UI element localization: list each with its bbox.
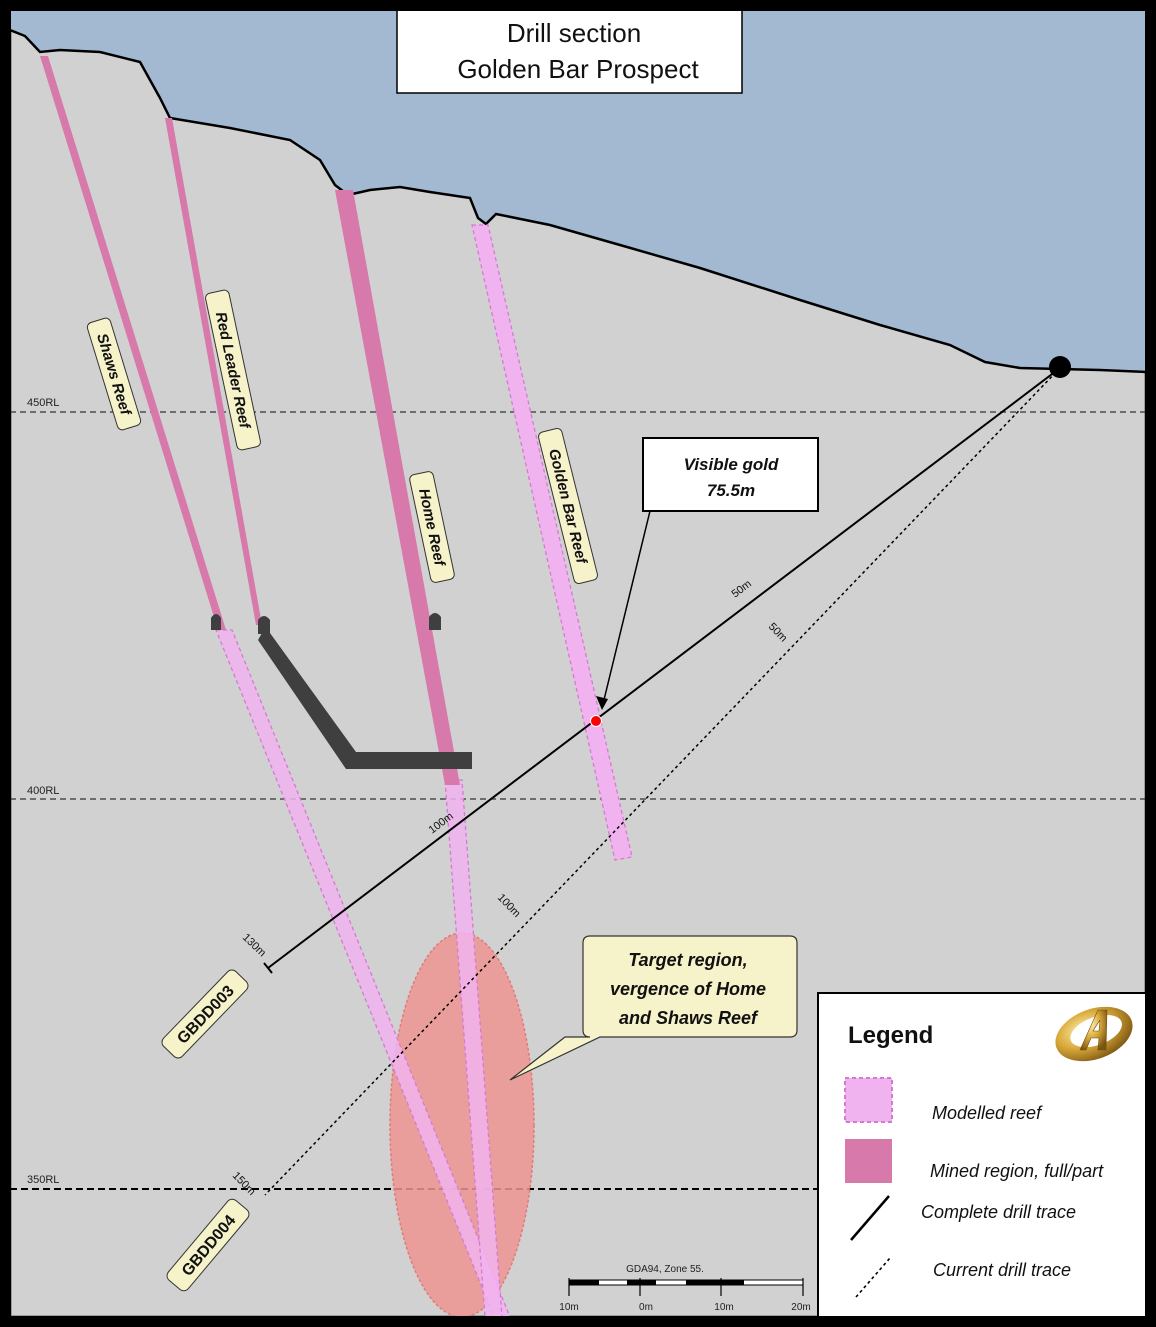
shaft-stub-3 — [429, 613, 441, 630]
legend-label-current-trace: Current drill trace — [933, 1260, 1071, 1280]
figure-frame — [9, 9, 1147, 1318]
visible-gold-line-1: Visible gold — [684, 455, 779, 474]
target-region-line-1: Target region, — [628, 950, 747, 970]
title-line-2: Golden Bar Prospect — [457, 54, 699, 84]
target-region-line-3: and Shaws Reef — [619, 1008, 759, 1028]
visible-gold-arrowhead — [596, 696, 608, 710]
scale-tick-10m-left: 10m — [559, 1302, 578, 1313]
title-line-1: Drill section — [507, 18, 641, 48]
level-label-400rl: 400RL — [27, 785, 59, 797]
legend: Legend Modelled reef Mined region, full/… — [817, 992, 1147, 1318]
visible-gold-line-2: 75.5m — [707, 481, 755, 500]
mined-reef-home — [335, 190, 460, 785]
scale-tick-10m: 10m — [714, 1302, 733, 1313]
visible-gold-pointer — [601, 510, 651, 709]
drill-trace-gbdd003-end-tick — [263, 962, 273, 974]
target-region-callout: Target region, vergence of Home and Shaw… — [509, 935, 798, 1081]
visible-gold-dot — [590, 715, 602, 727]
mined-reef-shaws — [40, 56, 226, 630]
scale-bar: GDA94, Zone 55. 10m 0m 10m 20m — [559, 1264, 810, 1313]
modelled-reef-golden-bar — [471, 224, 633, 861]
legend-swatch-current-trace — [855, 1257, 891, 1298]
level-label-350rl: 350RL — [27, 1174, 59, 1186]
legend-label-mined-region: Mined region, full/part — [930, 1161, 1104, 1181]
level-label-450rl: 450RL — [27, 397, 59, 409]
legend-swatch-mined-region — [845, 1139, 892, 1183]
collar-dot-icon — [1049, 356, 1071, 378]
legend-title: Legend — [848, 1022, 933, 1049]
modelled-reef-shaws-extension — [215, 629, 511, 1317]
legend-swatch-complete-trace — [850, 1195, 890, 1241]
title-box: Drill section Golden Bar Prospect — [396, 9, 743, 94]
scale-projection: GDA94, Zone 55. — [626, 1264, 704, 1275]
mined-reef-red-leader — [165, 118, 262, 625]
company-logo-icon — [1055, 1006, 1133, 1062]
target-region — [389, 932, 535, 1317]
visible-gold-callout: Visible gold 75.5m — [596, 437, 819, 710]
legend-label-complete-trace: Complete drill trace — [921, 1202, 1076, 1222]
drill-trace-gbdd003 — [267, 367, 1061, 969]
scale-tick-0m: 0m — [639, 1302, 653, 1313]
legend-label-modelled-reef: Modelled reef — [932, 1103, 1043, 1123]
drill-trace-gbdd004 — [264, 367, 1061, 1196]
shaft-stub-1 — [211, 614, 221, 630]
modelled-reef-home-extension — [444, 779, 503, 1317]
scale-tick-20m: 20m — [791, 1302, 810, 1313]
legend-swatch-modelled-reef — [844, 1077, 893, 1123]
shaft-stub-2 — [258, 616, 270, 634]
underground-drive — [258, 633, 472, 769]
target-region-line-2: vergence of Home — [610, 979, 766, 999]
